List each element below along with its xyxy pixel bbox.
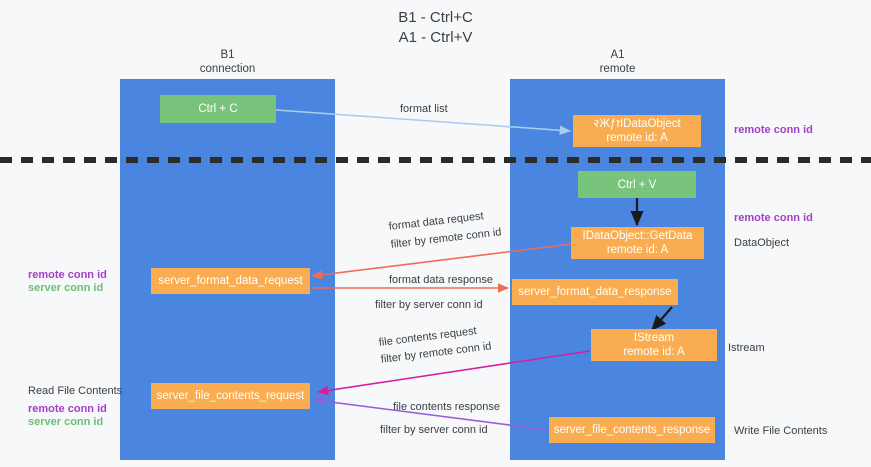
column-header-b1-title: B1 [220,49,235,61]
edge-label-file-contents-response: file contents response [393,401,501,413]
node-istream-line-1: IStream [633,332,675,344]
edge-label-format-data-request-filter-prefix: filter by [390,234,430,251]
edge-label-format-data-request-group: format data request filter by remote con… [388,207,502,251]
column-header-b1-subtitle: connection [199,63,256,75]
node-server-file-contents-request[interactable]: server_file_contents_request [151,383,310,409]
node-server-file-contents-response[interactable]: server_file_contents_response [549,417,715,443]
page-title: B1 - Ctrl+C A1 - Ctrl+V [0,8,871,48]
page-title-line-1: B1 - Ctrl+C [398,9,473,26]
node-idataobject[interactable]: २ЖƒזIDataObject remote id: A [573,115,701,147]
node-ctrl-c[interactable]: Ctrl + C [160,95,276,123]
node-ctrl-v[interactable]: Ctrl + V [578,171,696,198]
side-label-read-file-contents: Read File Contents [28,385,123,397]
side-label-left-remote-conn-id-mid: remote conn id [28,269,107,281]
node-idataobject-getdata[interactable]: IDataObject::GetData remote id: A [571,227,704,259]
node-idataobject-line-1: २ЖƒזIDataObject [593,118,681,130]
edge-label-file-contents-request-filter-prefix: filter by [380,349,420,366]
page-title-line-2: A1 - Ctrl+V [398,29,473,46]
node-server-format-data-request[interactable]: server_format_data_request [151,268,310,294]
node-server-format-data-response-line-1: server_format_data_response [518,286,672,298]
column-header-a1-title: A1 [610,49,625,61]
edge-label-format-data-response: format data response [389,274,493,286]
column-header-a1: A1 remote [510,48,725,76]
edge-label-format-data-response-filter: filter by server conn id [375,298,483,312]
edge-label-file-contents-response-filter-prefix: filter by [380,424,419,436]
side-label-istream: Istream [728,342,765,354]
node-idataobject-line-2: remote id: A [606,132,668,144]
side-label-remote-conn-id-mid: remote conn id [734,212,813,224]
edge-label-file-contents-response-filter-key: server conn id [418,424,488,436]
node-server-format-data-request-line-1: server_format_data_request [158,275,303,287]
node-istream-line-2: remote id: A [623,346,685,358]
node-server-format-data-response[interactable]: server_format_data_response [512,279,678,305]
node-ctrl-c-line-1: Ctrl + C [198,103,238,115]
side-label-left-server-conn-id-bottom: server conn id [28,416,104,428]
edge-label-format-data-response-filter-key: server conn id [413,299,483,311]
side-label-left-remote-conn-id-bottom: remote conn id [28,403,107,415]
node-ctrl-v-line-1: Ctrl + V [617,178,657,191]
node-istream[interactable]: IStream remote id: A [591,329,717,361]
node-idataobject-getdata-line-2: remote id: A [606,244,669,256]
side-label-left-server-conn-id-mid: server conn id [28,282,104,294]
column-header-a1-subtitle: remote [599,63,636,75]
edge-label-file-contents-request-group: file contents request filter by remote c… [378,322,492,366]
node-idataobject-getdata-line-1: IDataObject::GetData [582,230,693,242]
edge-label-format-list: format list [400,103,448,115]
column-header-b1: B1 connection [120,48,335,76]
side-label-write-file-contents: Write File Contents [734,425,828,437]
node-server-file-contents-request-line-1: server_file_contents_request [156,390,305,402]
edge-label-file-contents-response-filter: filter by server conn id [380,423,488,437]
side-label-remote-conn-id-top: remote conn id [734,124,813,136]
node-server-file-contents-response-line-1: server_file_contents_response [553,424,711,436]
side-label-dataobject: DataObject [734,237,790,249]
edge-label-format-data-request-filter-key: remote conn id [428,226,503,247]
edge-label-format-data-response-filter-prefix: filter by [375,299,414,311]
